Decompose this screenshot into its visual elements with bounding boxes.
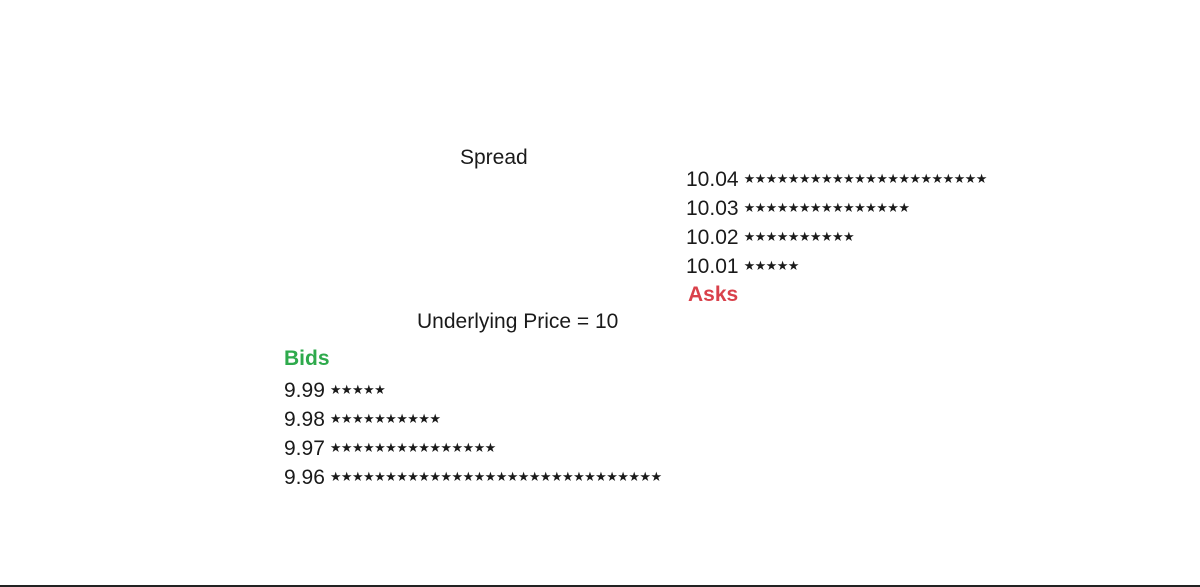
ask-price: 10.02 — [686, 225, 739, 249]
bid-level: 9.96 ★★★★★★★★★★★★★★★★★★★★★★★★★★★★★★ — [284, 463, 662, 492]
ask-size-stars: ★★★★★★★★★★ — [743, 229, 855, 245]
bids-title: Bids — [284, 347, 330, 370]
bid-size-stars: ★★★★★★★★★★ — [329, 411, 441, 427]
bid-size-stars: ★★★★★★★★★★★★★★★★★★★★★★★★★★★★★★ — [329, 469, 662, 485]
ask-level: 10.02 ★★★★★★★★★★ — [686, 223, 987, 252]
ask-level: 10.01 ★★★★★ — [686, 252, 987, 281]
bid-price: 9.97 — [284, 436, 325, 460]
bid-size-stars: ★★★★★★★★★★★★★★★ — [329, 440, 496, 456]
spread-label: Spread — [460, 146, 528, 169]
bid-price: 9.99 — [284, 378, 325, 402]
underlying-price-label: Underlying Price = 10 — [417, 310, 619, 333]
bid-level: 9.98 ★★★★★★★★★★ — [284, 405, 662, 434]
bid-size-stars: ★★★★★ — [329, 382, 386, 398]
asks-book: 10.04 ★★★★★★★★★★★★★★★★★★★★★★ 10.03 ★★★★★… — [686, 165, 987, 281]
ask-size-stars: ★★★★★ — [743, 258, 800, 274]
ask-size-stars: ★★★★★★★★★★★★★★★ — [743, 200, 910, 216]
bid-price: 9.96 — [284, 465, 325, 489]
bid-price: 9.98 — [284, 407, 325, 431]
ask-size-stars: ★★★★★★★★★★★★★★★★★★★★★★ — [743, 171, 988, 187]
bottom-divider — [0, 585, 1200, 587]
bids-book: 9.99 ★★★★★ 9.98 ★★★★★★★★★★ 9.97 ★★★★★★★★… — [284, 376, 662, 492]
bid-level: 9.97 ★★★★★★★★★★★★★★★ — [284, 434, 662, 463]
bid-level: 9.99 ★★★★★ — [284, 376, 662, 405]
asks-title: Asks — [688, 283, 739, 306]
ask-price: 10.01 — [686, 254, 739, 278]
ask-level: 10.03 ★★★★★★★★★★★★★★★ — [686, 194, 987, 223]
ask-level: 10.04 ★★★★★★★★★★★★★★★★★★★★★★ — [686, 165, 987, 194]
ask-price: 10.04 — [686, 167, 739, 191]
ask-price: 10.03 — [686, 196, 739, 220]
